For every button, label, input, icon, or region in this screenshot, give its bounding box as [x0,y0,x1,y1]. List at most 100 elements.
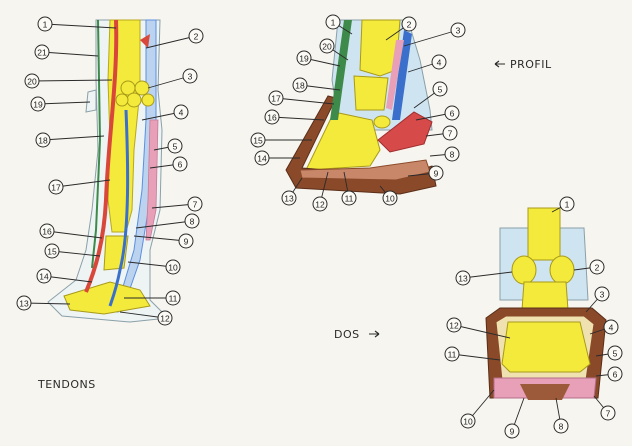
tendons-marker-1: 1 [37,16,117,32]
marker-circle [455,270,471,286]
dos-view [485,207,607,400]
marker-circle [553,418,569,434]
marker-number: 7 [448,129,453,139]
profil-marker-6: 6 [415,105,460,121]
profil-marker-10: 10 [379,185,398,206]
tendons-marker-11: 11 [124,290,181,306]
dos-middle-phalanx [521,281,569,311]
profil-marker-13: 13 [281,177,303,206]
marker-circle [600,405,616,421]
tendons-marker-2: 2 [145,28,204,49]
leader-line [51,250,101,257]
marker-number: 11 [345,194,354,204]
marker-circle [24,73,40,89]
leader-line [145,35,197,49]
leader-line [43,275,93,283]
leader-line [119,311,166,319]
marker-number: 10 [463,417,473,427]
tendons-marker-13: 13 [16,295,71,311]
leader-line [462,271,513,279]
profil-marker-4: 4 [407,54,447,73]
marker-circle [37,16,53,32]
dos-marker-3: 3 [585,286,610,313]
dos-marker-13: 13 [455,270,513,286]
dos-marker-12: 12 [446,317,511,339]
tendons-marker-10: 10 [127,259,181,275]
marker-circle [460,413,476,429]
arrow-right-icon [369,330,380,338]
marker-circle [48,179,64,195]
marker-circle [431,54,447,70]
marker-number: 20 [322,42,332,52]
marker-number: 19 [299,54,309,64]
marker-circle [444,346,460,362]
profil-marker-14: 14 [254,150,300,166]
tendons-marker-8: 8 [135,213,200,229]
profil-marker-2: 2 [385,16,417,41]
profil-marker-12: 12 [312,171,329,212]
profil-marker-11: 11 [341,171,357,206]
marker-number: 19 [33,100,43,110]
marker-number: 7 [606,409,611,419]
marker-number: 9 [184,237,189,247]
tendons-marker-18: 18 [35,132,105,148]
marker-number: 4 [609,323,614,333]
skin-flap [85,89,97,113]
dos-sesamoid-left [511,255,537,285]
leader-line [31,79,113,82]
marker-number: 17 [51,183,61,193]
dos-marker-9: 9 [504,397,525,439]
marker-number: 15 [253,136,263,146]
marker-number: 20 [27,77,37,87]
marker-number: 2 [194,32,199,42]
marker-circle [268,90,284,106]
marker-circle [165,290,181,306]
profil-navicular [373,115,391,129]
profil-marker-1: 1 [325,14,353,35]
leader-line [37,101,91,105]
marker-circle [382,190,398,206]
leader-line [127,261,174,268]
marker-number: 18 [295,81,305,91]
profil-middle-phalanx [353,75,389,111]
marker-circle [172,156,188,172]
tendons-marker-15: 15 [44,243,101,259]
marker-number: 12 [315,200,325,210]
tendons-marker-17: 17 [48,179,111,195]
marker-number: 6 [613,370,618,380]
leader-line [44,23,117,29]
marker-number: 21 [37,48,47,58]
marker-number: 10 [168,263,178,273]
profil-marker-16: 16 [264,109,325,125]
marker-circle [173,104,189,120]
caption-profil: PROFIL [510,58,552,71]
dos-sesamoid-right [549,255,575,285]
leader-line [275,97,335,105]
marker-circle [254,150,270,166]
marker-circle [325,14,341,30]
marker-circle [165,259,181,275]
marker-number: 6 [178,160,183,170]
tendons-marker-7: 7 [151,196,203,212]
marker-number: 1 [43,20,48,30]
marker-circle [44,243,60,259]
profil-marker-18: 18 [292,77,341,93]
marker-circle [250,132,266,148]
tendons-marker-21: 21 [34,44,99,60]
marker-number: 12 [449,321,459,331]
dos-marker-10: 10 [460,389,495,429]
marker-circle [182,68,198,84]
tendons-marker-6: 6 [149,156,188,172]
profil-marker-20: 20 [319,38,349,61]
marker-circle [432,81,448,97]
marker-number: 11 [448,350,457,360]
caption-dos-group: DOS [334,328,380,341]
marker-number: 4 [437,58,442,68]
marker-number: 13 [284,194,294,204]
marker-circle [187,196,203,212]
marker-number: 8 [450,150,455,160]
marker-number: 10 [385,194,395,204]
